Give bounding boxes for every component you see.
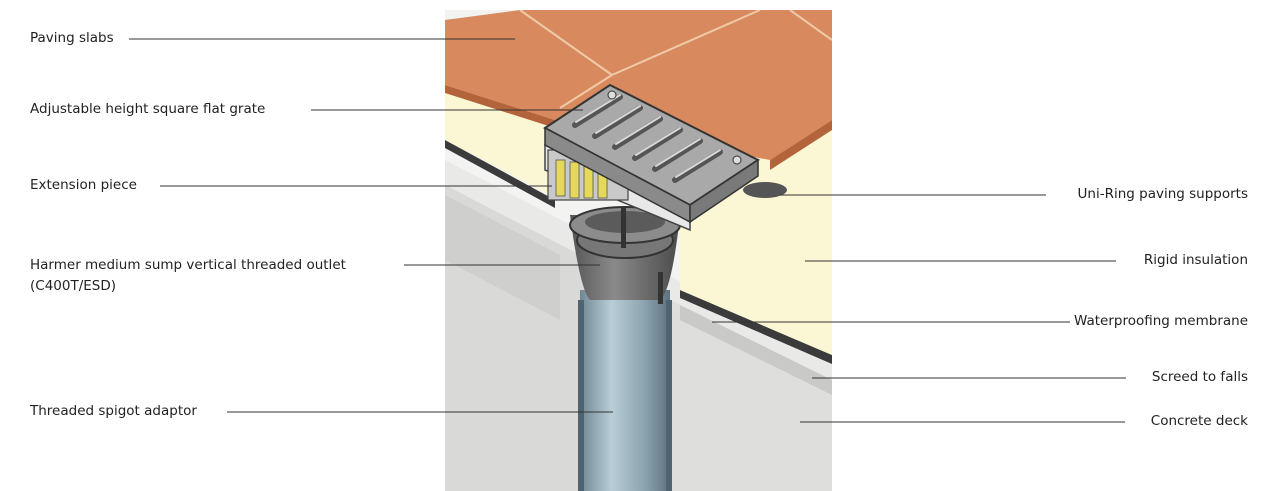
leader-lines [129, 38, 1126, 423]
label-screed-to-falls: Screed to falls [1151, 369, 1248, 385]
waterproofing-membrane-left [445, 140, 555, 208]
paving-slabs [445, 10, 832, 160]
label-paving-slabs: Paving slabs [30, 30, 114, 46]
label-paving-supports: Uni-Ring paving supports [1077, 186, 1248, 202]
label-extension-piece: Extension piece [30, 177, 137, 193]
label-grate: Adjustable height square flat grate [30, 101, 266, 117]
label-rigid-insulation: Rigid insulation [1143, 252, 1248, 268]
screed-right [670, 300, 832, 491]
label-waterproofing-membrane: Waterproofing membrane [1073, 313, 1248, 329]
waterproofing-membrane-right [680, 290, 832, 364]
rigid-insulation-left [445, 90, 560, 200]
threaded-spigot-adaptor [580, 290, 670, 491]
label-outlet: Harmer medium sump vertical threaded out… [30, 257, 346, 273]
label-spigot-adaptor: Threaded spigot adaptor [30, 403, 197, 419]
screed-left [445, 195, 560, 320]
label-outlet-code: (C400T/ESD) [30, 278, 117, 294]
paving-support [743, 182, 787, 198]
label-concrete-deck: Concrete deck [1150, 413, 1248, 429]
